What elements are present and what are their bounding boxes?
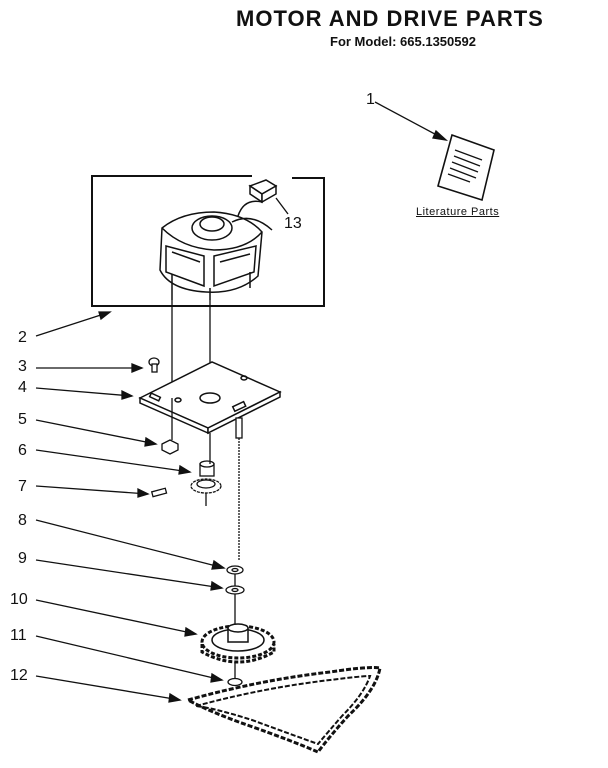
- literature-parts-label: Literature Parts: [416, 206, 500, 218]
- thrust-washer-icon: [225, 585, 245, 595]
- small-gear-icon: [190, 478, 222, 494]
- nut-icon: [161, 439, 179, 455]
- retaining-ring-icon: [227, 677, 243, 687]
- callout-2: 2: [18, 329, 27, 346]
- callout-11: 11: [10, 627, 27, 644]
- washer-icon: [226, 565, 244, 575]
- screw-icon: [148, 357, 160, 373]
- gear-icon: [200, 623, 276, 664]
- callout-13: 13: [284, 215, 302, 232]
- drive-chain-icon: [184, 666, 382, 754]
- pin-icon: [150, 487, 168, 498]
- callout-12: 12: [10, 667, 28, 684]
- callout-10: 10: [10, 591, 28, 608]
- manual-icon: [437, 133, 495, 202]
- callout-9: 9: [18, 550, 27, 567]
- page-title: MOTOR AND DRIVE PARTS: [236, 6, 544, 31]
- leader-line: [35, 311, 111, 337]
- model-number: For Model: 665.1350592: [330, 34, 476, 49]
- callout-8: 8: [18, 512, 27, 529]
- motor-assembly-box: [91, 175, 325, 307]
- callout-3: 3: [18, 358, 27, 375]
- leader-line: [275, 197, 289, 215]
- mounting-plate-icon: [138, 361, 282, 435]
- callout-7: 7: [18, 478, 27, 495]
- callout-6: 6: [18, 442, 27, 459]
- callout-5: 5: [18, 411, 27, 428]
- motor-icon: [159, 200, 273, 300]
- callout-4: 4: [18, 379, 27, 396]
- capacitor-icon: [248, 179, 278, 204]
- callout-1: 1: [366, 91, 375, 108]
- drive-pulley-icon: [199, 460, 215, 477]
